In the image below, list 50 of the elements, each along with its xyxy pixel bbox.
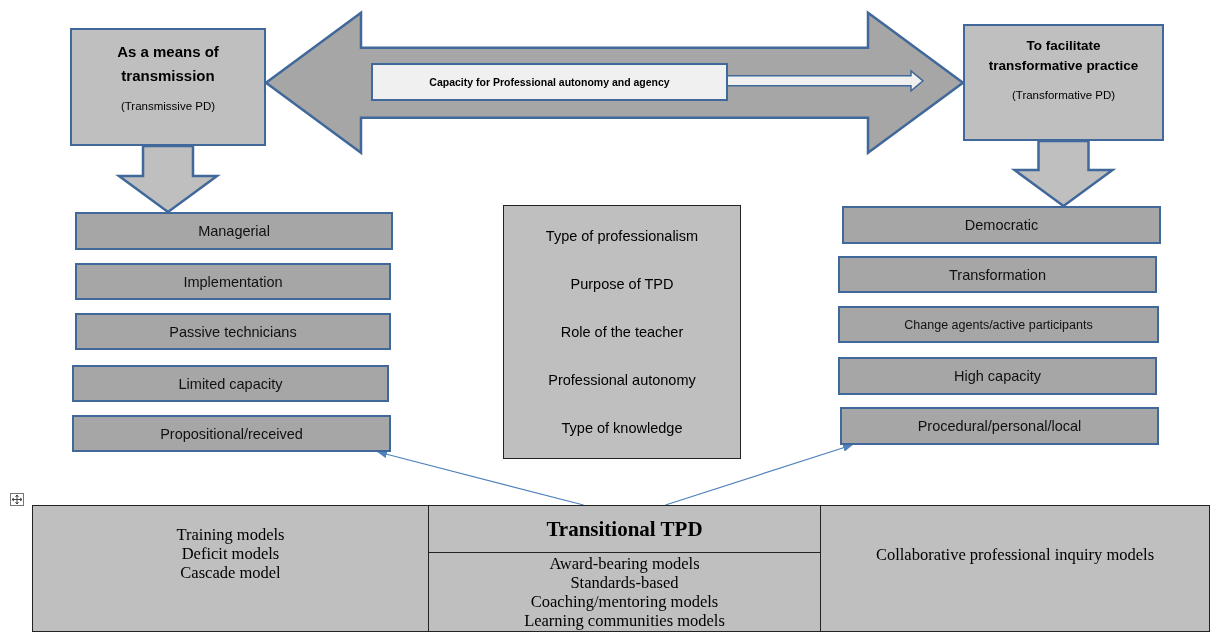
heading-text: To facilitate transformative practice bbox=[987, 37, 1140, 76]
label-text: Democratic bbox=[964, 217, 1039, 233]
edge-label: Capacity for Professional autonomy and agency bbox=[371, 62, 728, 101]
label-text: Coaching/mentoring models bbox=[530, 592, 719, 612]
label-box bbox=[840, 407, 1159, 445]
label-box bbox=[75, 313, 391, 350]
label-box bbox=[838, 306, 1159, 343]
label-text: Purpose of TPD bbox=[570, 276, 674, 292]
table-cell bbox=[428, 552, 821, 632]
block-arrow bbox=[1010, 139, 1117, 208]
label-text: Limited capacity bbox=[178, 375, 283, 392]
table-cell bbox=[428, 505, 821, 553]
heading-box bbox=[70, 28, 266, 146]
label-text: Passive technicians bbox=[169, 323, 297, 340]
heading-box bbox=[963, 24, 1164, 141]
label-box bbox=[72, 365, 389, 402]
table-cell bbox=[32, 505, 429, 632]
label-text: Training models bbox=[176, 526, 285, 545]
label-box bbox=[75, 263, 391, 300]
label-text: Change agents/active participants bbox=[904, 317, 1093, 332]
label-text: Cascade model bbox=[180, 563, 281, 583]
category-box bbox=[503, 205, 741, 459]
label-text: Transformation bbox=[949, 266, 1046, 283]
heading-text: Transitional TPD bbox=[546, 516, 703, 542]
label-text: Learning communities models bbox=[524, 611, 725, 631]
label-text: Collaborative professional inquiry models bbox=[874, 546, 1156, 565]
label-text: Managerial bbox=[198, 223, 270, 239]
label-box bbox=[842, 206, 1161, 244]
subheading-text: (Transmissive PD) bbox=[120, 100, 216, 112]
arrow bbox=[664, 443, 853, 506]
label-text: High capacity bbox=[953, 368, 1041, 384]
label-box bbox=[838, 357, 1157, 395]
table-cell bbox=[820, 505, 1210, 632]
label-text: Deficit models bbox=[181, 544, 280, 564]
subheading-text: (Transformative PD) bbox=[1011, 88, 1116, 101]
label-text: Role of the teacher bbox=[560, 324, 684, 340]
label-box bbox=[72, 415, 391, 452]
label-text: Professional autonomy bbox=[548, 372, 696, 388]
label-text: Type of knowledge bbox=[561, 420, 683, 436]
label-box bbox=[838, 256, 1157, 293]
label-text: Type of professionalism bbox=[545, 228, 699, 244]
label-text: Propositional/received bbox=[160, 425, 303, 442]
label-text: Procedural/personal/local bbox=[917, 418, 1082, 434]
heading-text: As a means of transmission bbox=[116, 42, 220, 86]
label-text: Standards-based bbox=[570, 573, 679, 593]
block-arrow bbox=[115, 144, 221, 214]
label-box bbox=[75, 212, 393, 250]
arrow bbox=[377, 450, 585, 506]
label-text: Award-bearing models bbox=[549, 555, 700, 574]
label-text: Implementation bbox=[183, 273, 283, 290]
